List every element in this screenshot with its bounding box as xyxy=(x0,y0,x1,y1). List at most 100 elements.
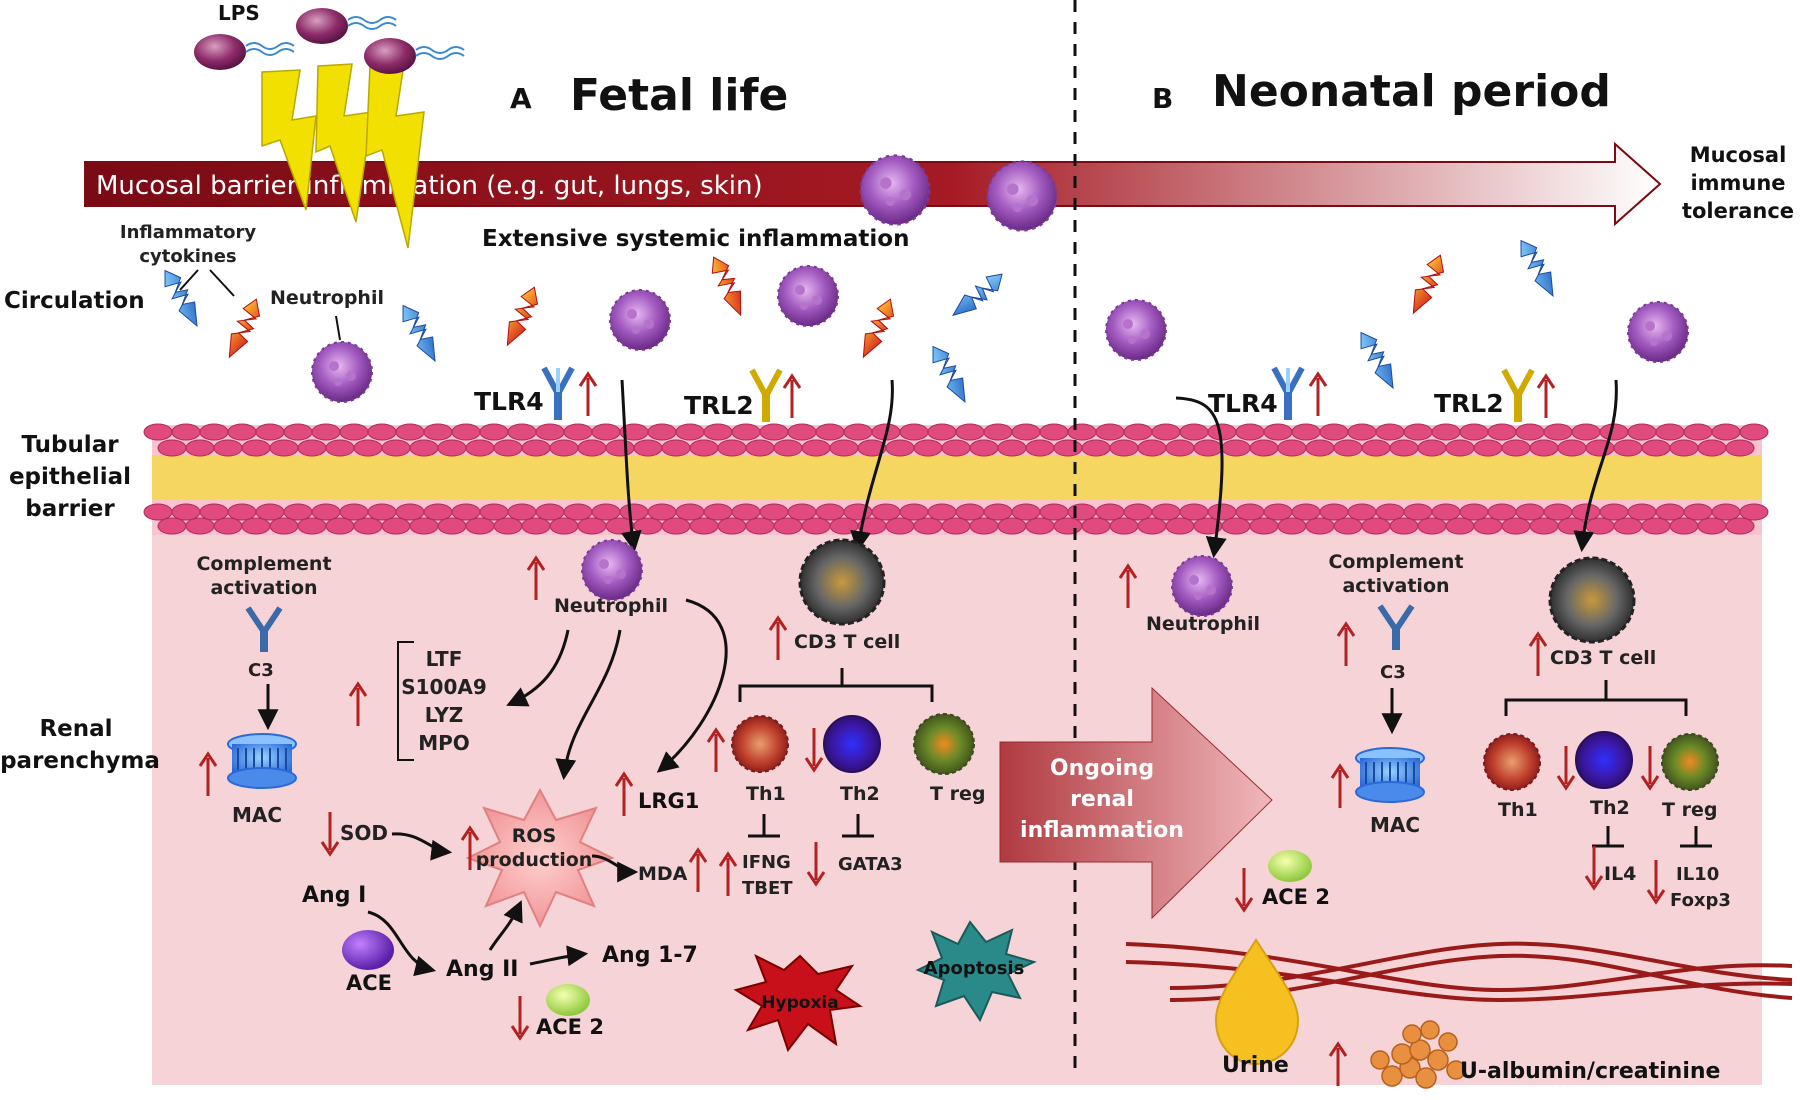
t-cell-icon xyxy=(1548,556,1636,644)
epithelial-cell xyxy=(1697,517,1727,535)
treg-label-fetal: T reg xyxy=(930,783,985,805)
epithelial-cell xyxy=(1417,517,1447,535)
epithelial-cell xyxy=(1599,423,1629,441)
epithelial-cell xyxy=(339,503,369,521)
epithelial-cell xyxy=(801,439,831,457)
ros-line-1: ROS xyxy=(512,825,556,847)
complement-line-2: activation xyxy=(1342,575,1449,597)
epithelial-cell xyxy=(1473,517,1503,535)
epithelial-cell xyxy=(871,503,901,521)
epithelial-cell xyxy=(941,517,971,535)
epithelial-cell xyxy=(1697,439,1727,457)
marker-lyz: LYZ xyxy=(425,703,464,727)
epithelial-cell xyxy=(969,439,999,457)
mac-pore-icon xyxy=(1355,747,1425,803)
cd3-label-neonatal: CD3 T cell xyxy=(1550,647,1656,669)
urine-label: Urine xyxy=(1222,1053,1289,1078)
mac-label-fetal: MAC xyxy=(232,803,282,827)
epithelial-cell xyxy=(1053,517,1083,535)
epithelial-cell xyxy=(619,503,649,521)
epithelial-cell xyxy=(941,439,971,457)
epithelial-cell xyxy=(1095,423,1125,441)
epithelial-cell xyxy=(843,423,873,441)
epithelial-cell xyxy=(563,503,593,521)
epithelial-cell xyxy=(199,503,229,521)
epithelial-cell xyxy=(507,503,537,521)
up-arrow-icon xyxy=(1536,374,1556,420)
epithelial-cell xyxy=(1529,517,1559,535)
neutrophil-icon xyxy=(609,289,671,351)
il4-label: IL4 xyxy=(1604,863,1636,885)
epithelial-cell xyxy=(913,517,943,535)
epithelial-cell xyxy=(241,517,271,535)
epithelial-cell xyxy=(1039,503,1069,521)
th2-label-neonatal: Th2 xyxy=(1590,797,1630,819)
marker-s100a9: S100A9 xyxy=(401,675,487,699)
epithelial-cell xyxy=(297,517,327,535)
neutrophil-icon xyxy=(1627,301,1689,363)
epithelial-cell xyxy=(801,517,831,535)
trl2-receptor-icon xyxy=(1504,370,1532,422)
neutrophil-tissue-label-fetal: Neutrophil xyxy=(554,595,668,617)
epithelial-cell xyxy=(1081,439,1111,457)
mucosal-tolerance-label: Mucosal immune tolerance xyxy=(1682,143,1794,223)
tlr4-receptor-icon xyxy=(1274,368,1302,420)
epithelial-cell xyxy=(983,423,1013,441)
epithelial-cell xyxy=(423,503,453,521)
epithelial-cell xyxy=(689,439,719,457)
trl2-receptor-icon xyxy=(752,370,780,422)
up-arrow-icon xyxy=(578,372,598,418)
epithelial-cell xyxy=(1067,423,1097,441)
epithelial-cell xyxy=(1403,503,1433,521)
tubular-line-2: epithelial xyxy=(9,464,131,490)
epithelial-cell xyxy=(983,503,1013,521)
epithelial-cell xyxy=(927,423,957,441)
treg-cell-icon xyxy=(1661,733,1719,791)
epithelial-cell xyxy=(1263,503,1293,521)
row-label-renal: Renal parenchyma xyxy=(0,716,160,774)
epithelial-cell xyxy=(1319,423,1349,441)
neutrophil-icon xyxy=(1105,299,1167,361)
epithelial-cell xyxy=(1557,439,1587,457)
epithelial-cell xyxy=(1165,439,1195,457)
complement-line-1: Complement xyxy=(1328,551,1463,573)
t-cell-icon xyxy=(798,538,886,626)
epithelial-cell xyxy=(1669,439,1699,457)
epithelial-cell xyxy=(1501,439,1531,457)
epithelial-cell xyxy=(913,439,943,457)
epithelial-cell xyxy=(213,439,243,457)
renal-line-2: parenchyma xyxy=(0,748,160,774)
epithelial-cell xyxy=(479,503,509,521)
panel-a-title: Fetal life xyxy=(570,70,788,121)
lps-molecule-icon xyxy=(194,34,295,70)
c3-label-fetal: C3 xyxy=(248,660,274,681)
c3-label-neonatal: C3 xyxy=(1380,662,1406,683)
epithelial-cell xyxy=(1151,423,1181,441)
epithelial-cell xyxy=(1725,439,1755,457)
epithelial-cell xyxy=(381,439,411,457)
hypoxia-burst-icon xyxy=(733,953,863,1053)
epithelial-cell xyxy=(353,439,383,457)
inhibition-line xyxy=(1592,826,1624,848)
hypoxia-label: Hypoxia xyxy=(761,993,838,1013)
lps-group: LPS xyxy=(194,1,465,249)
epithelial-cell xyxy=(1333,517,1363,535)
epithelial-cell xyxy=(1123,423,1153,441)
tolerance-line-1: Mucosal xyxy=(1690,143,1787,167)
up-arrow-icon xyxy=(1308,372,1328,418)
epithelial-cell xyxy=(899,423,929,441)
cytokine-red-icon xyxy=(221,295,266,362)
circulation-neutrophil-label: Neutrophil xyxy=(270,287,384,309)
epithelial-cell xyxy=(1011,423,1041,441)
row-label-tubular: Tubular epithelial barrier xyxy=(9,432,131,522)
epithelial-cell xyxy=(1081,517,1111,535)
epithelial-cell xyxy=(1221,439,1251,457)
sod-label: SOD xyxy=(340,821,388,845)
epithelial-cell xyxy=(1655,423,1685,441)
cytokines-label: Inflammatory cytokines xyxy=(120,222,257,267)
th1-label-neonatal: Th1 xyxy=(1498,799,1538,821)
inhibition-line xyxy=(842,814,874,838)
epithelial-cell xyxy=(1389,439,1419,457)
epithelial-cell xyxy=(1319,503,1349,521)
cytokine-red-icon xyxy=(1405,251,1450,318)
